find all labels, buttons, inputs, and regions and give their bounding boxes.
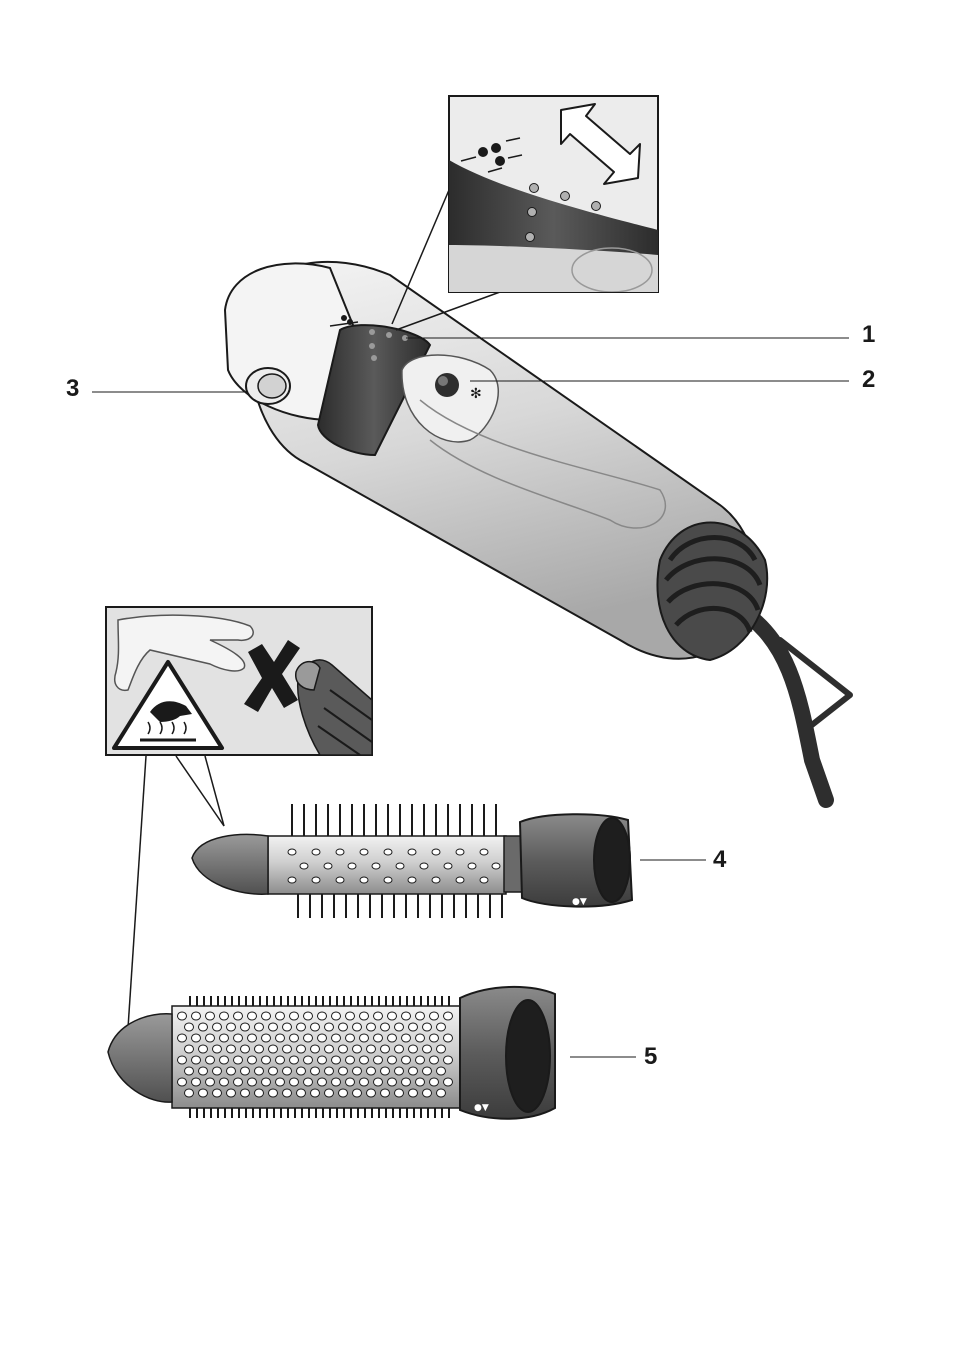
thermal-brush-attachment: ●▼ [108,987,555,1119]
callout-1: 1 [862,323,875,347]
svg-text:●▼: ●▼ [474,1103,489,1113]
callout-5: 5 [644,1045,657,1069]
round-brush-attachment: ●▼ [192,804,632,918]
callout-3: 3 [66,377,79,401]
callout-2: 2 [862,368,875,392]
snowflake-icon: ✻ [470,386,482,402]
svg-text:●▼: ●▼ [572,897,587,907]
hot-surface-warning-inset [106,607,372,1028]
heat-setting-zoom-inset [392,96,658,330]
air-vent-grille [657,523,767,661]
callout-4: 4 [713,848,726,872]
